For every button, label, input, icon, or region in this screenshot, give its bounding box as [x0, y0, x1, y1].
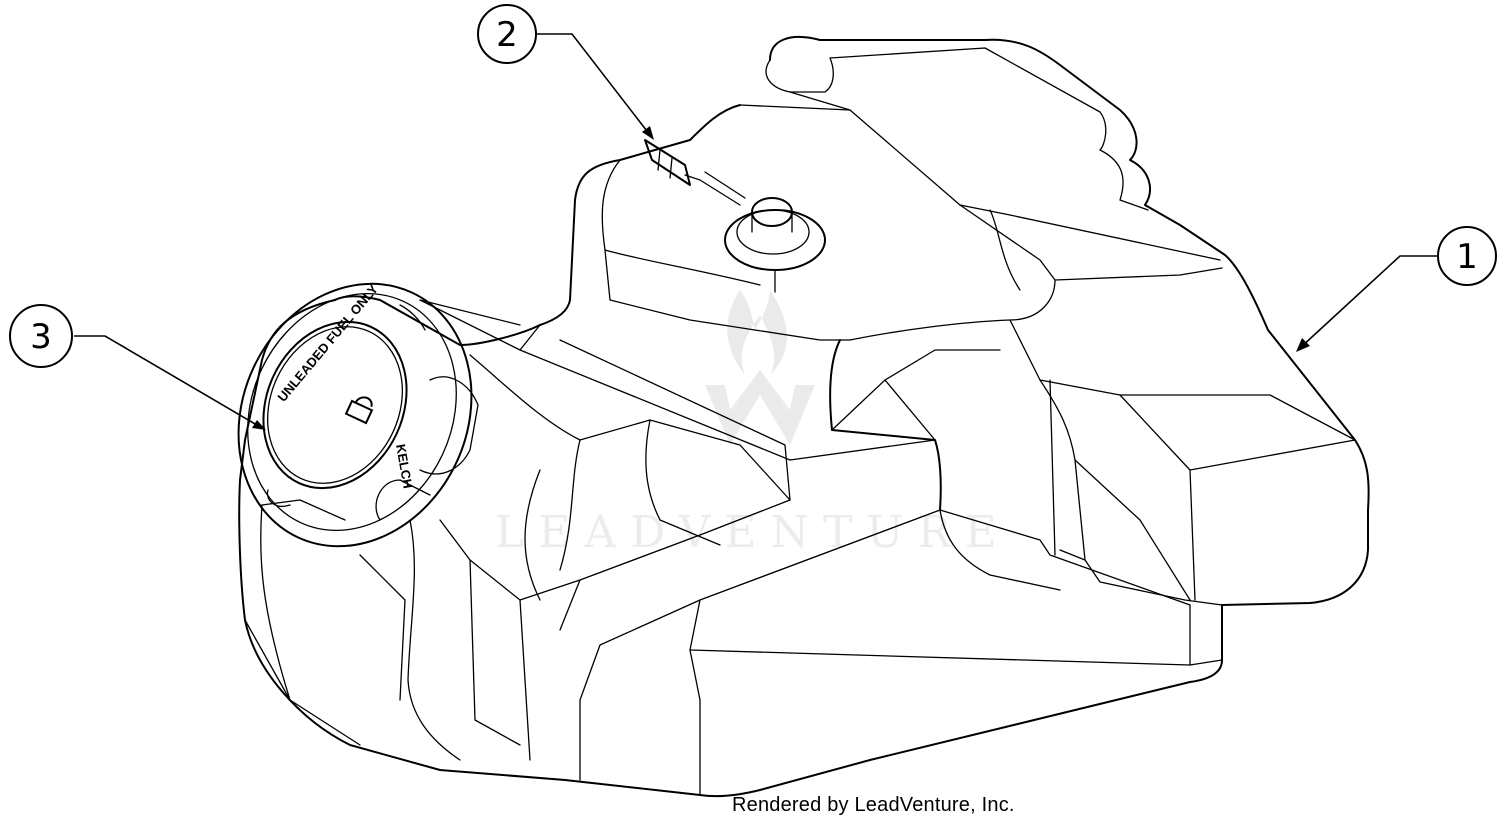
leader-line-2	[536, 33, 651, 136]
callout-number: 3	[30, 317, 52, 357]
leader-arrow-1	[1296, 338, 1310, 352]
watermark-text: LEADVENTURE	[495, 507, 1011, 558]
callout-number: 1	[1456, 237, 1478, 277]
leader-line-3	[74, 335, 263, 429]
leader-arrow-2	[642, 126, 654, 140]
leader-line-1	[1299, 255, 1437, 349]
fuel-tank	[238, 35, 1370, 798]
cap-text-brand: KELCH	[393, 443, 416, 490]
callout-2: 2	[477, 4, 537, 64]
vent-fitting	[644, 139, 826, 293]
callout-number: 2	[496, 15, 518, 55]
cap-text-unleaded: UNLEADED FUEL ONLY	[274, 281, 381, 404]
watermark: LEADVENTURE	[495, 290, 1011, 558]
callout-1: 1	[1437, 226, 1497, 286]
leader-arrow-3	[252, 420, 266, 430]
callout-3: 3	[9, 304, 73, 368]
render-credit: Rendered by LeadVenture, Inc.	[732, 794, 1015, 816]
watermark-logo-icon	[705, 290, 815, 445]
lock-icon	[344, 396, 374, 425]
